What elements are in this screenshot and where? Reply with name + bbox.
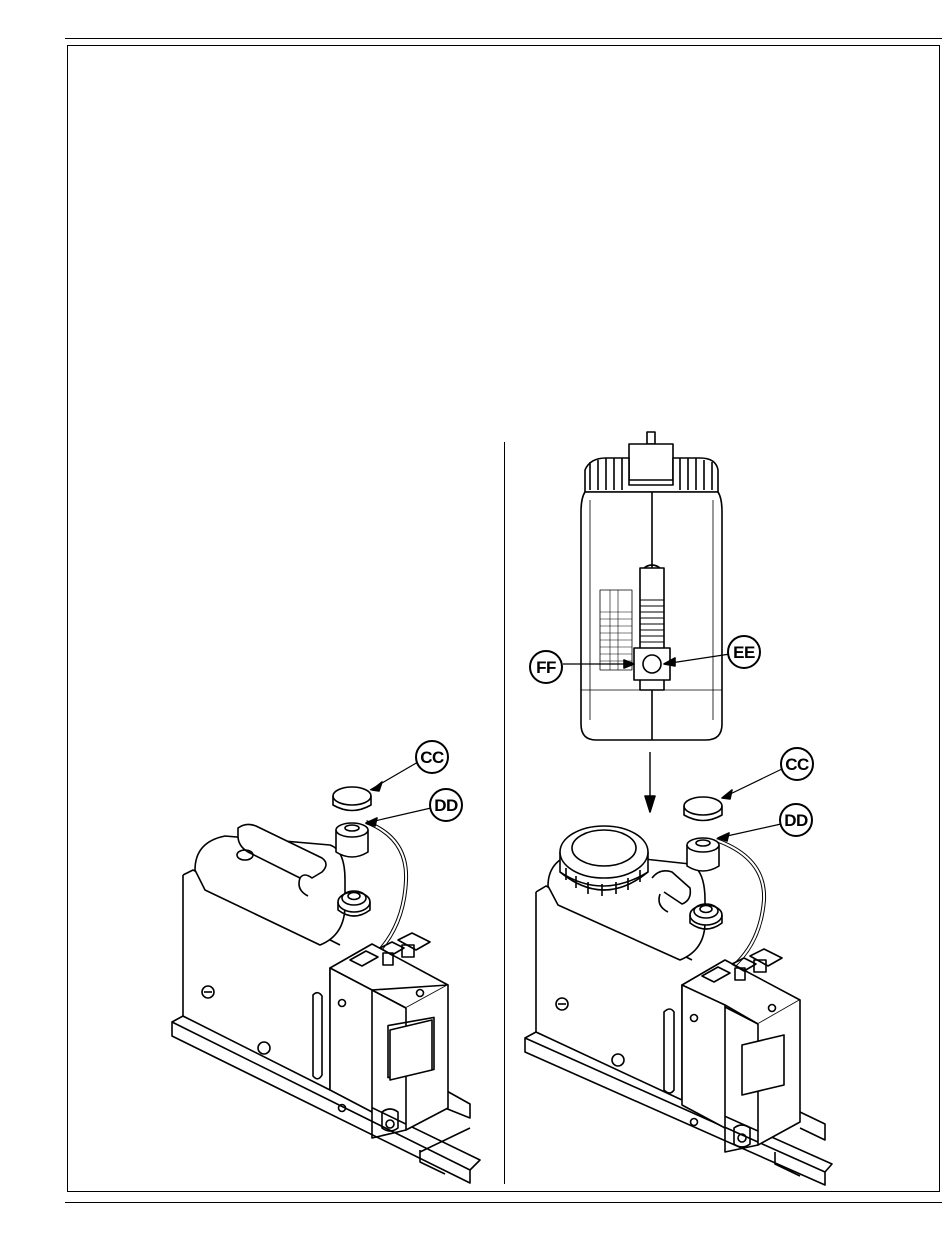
callout-ff: FF [530,651,562,683]
callout-ee: EE [728,636,760,668]
callout-dd-right: DD [780,804,812,836]
callout-label: EE [733,643,755,662]
callout-label: DD [784,811,808,830]
callout-cc-right: CC [781,748,813,780]
callout-label: CC [785,755,809,774]
callout-label: FF [536,658,556,677]
